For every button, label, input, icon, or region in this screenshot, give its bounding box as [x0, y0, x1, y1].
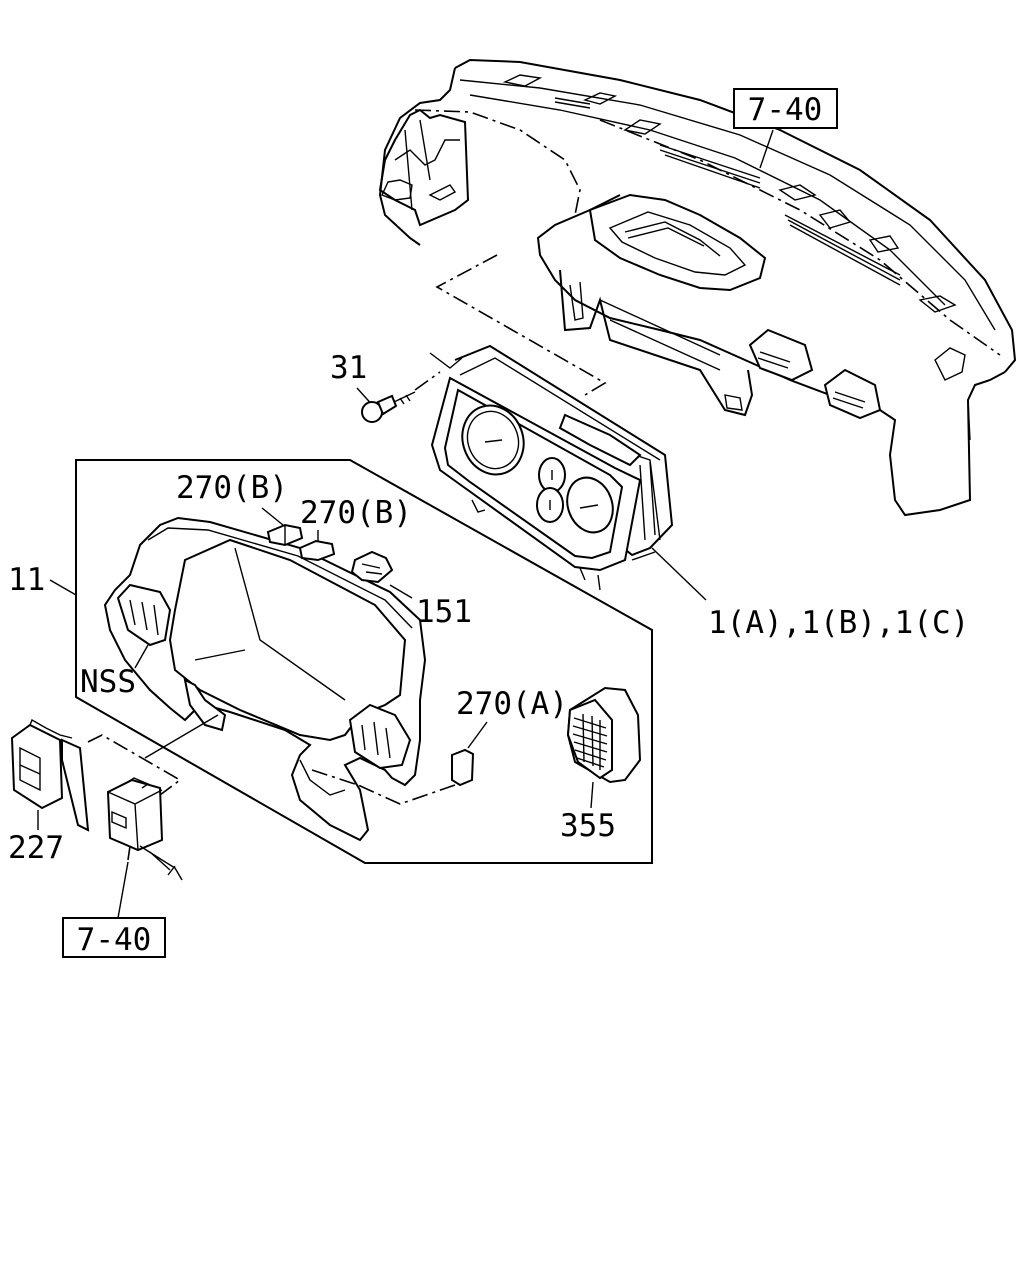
callout-nss: NSS: [80, 664, 136, 700]
callout-cluster: 1(A),1(B),1(C): [708, 605, 969, 641]
ref-box-bottom: 7-40: [62, 917, 166, 958]
air-vent-355: 355: [560, 686, 642, 844]
callout-panel: 11: [8, 562, 45, 598]
callout-vent: 355: [560, 808, 616, 844]
dashboard-body: [378, 58, 1017, 517]
cluster-bezel-panel: [103, 516, 427, 842]
callout-270a: 270(A): [456, 686, 568, 722]
screw-31: 31: [330, 350, 441, 423]
callout-ref-top: 7-40: [748, 92, 823, 128]
assembly-line-1: [435, 254, 607, 396]
instrument-cluster: [429, 344, 707, 601]
pad-270a: 270(A): [311, 686, 568, 805]
callout-clip: 151: [416, 594, 472, 630]
callout-ref-bottom: 7-40: [77, 922, 152, 958]
group-outline: [75, 459, 653, 864]
ref-box-top: 7-40: [733, 88, 838, 169]
callout-screw: 31: [330, 350, 367, 386]
callout-270b-2: 270(B): [300, 495, 412, 531]
callout-switch: 227: [8, 830, 64, 866]
switch-227: 227: [8, 718, 90, 866]
assembly-line-2: [87, 734, 182, 796]
clip-151: 151: [350, 550, 472, 630]
callout-270b-1: 270(B): [176, 470, 288, 506]
pad-270b: 270(B) 270(B): [176, 470, 412, 562]
connector-block: [106, 777, 183, 919]
